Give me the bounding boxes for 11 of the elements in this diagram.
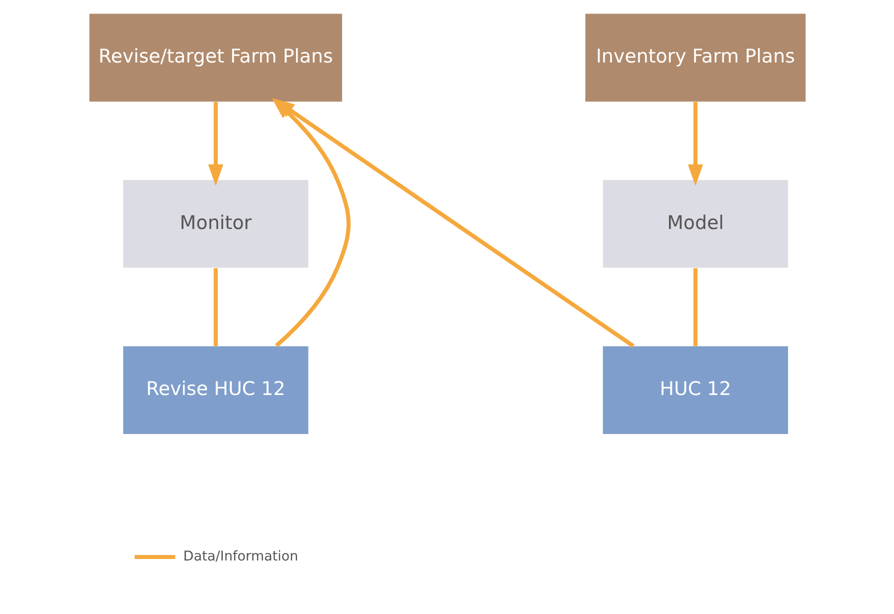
legend-label: Data/Information (182, 548, 298, 564)
node-box: Inventory Farm Plans (584, 14, 806, 102)
node-box: Model (602, 180, 788, 268)
node-box: Revise/target Farm Plans (88, 14, 342, 102)
connector (213, 268, 218, 346)
node-box: Revise HUC 12 (122, 346, 308, 434)
connector (692, 268, 697, 346)
node-box: HUC 12 (602, 346, 788, 434)
arrow (208, 102, 223, 186)
node-box: Monitor (122, 180, 308, 268)
arrow (687, 102, 703, 186)
